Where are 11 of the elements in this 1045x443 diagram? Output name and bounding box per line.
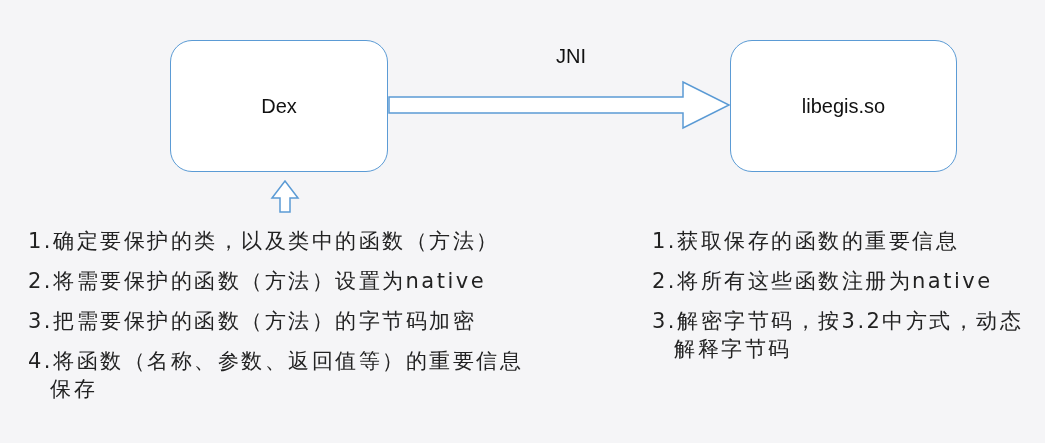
step-text: 1.获取保存的函数的重要信息 bbox=[652, 229, 960, 253]
process-box: Dex bbox=[170, 40, 388, 172]
step-text: 3.把需要保护的函数（方法）的字节码加密 bbox=[28, 309, 477, 333]
step-text: 2.将需要保护的函数（方法）设置为native bbox=[28, 269, 487, 293]
block-arrow bbox=[270, 179, 300, 213]
step-text: 4.将函数（名称、参数、返回值等）的重要信息保存 bbox=[28, 349, 524, 401]
step-text: 3.解密字节码，按3.2中方式，动态解释字节码 bbox=[652, 309, 1024, 361]
process-box: libegis.so bbox=[730, 40, 957, 172]
step-text: 1.确定要保护的类，以及类中的函数（方法） bbox=[28, 229, 500, 253]
step-text: 2.将所有这些函数注册为native bbox=[652, 269, 993, 293]
block-arrow bbox=[388, 80, 731, 130]
